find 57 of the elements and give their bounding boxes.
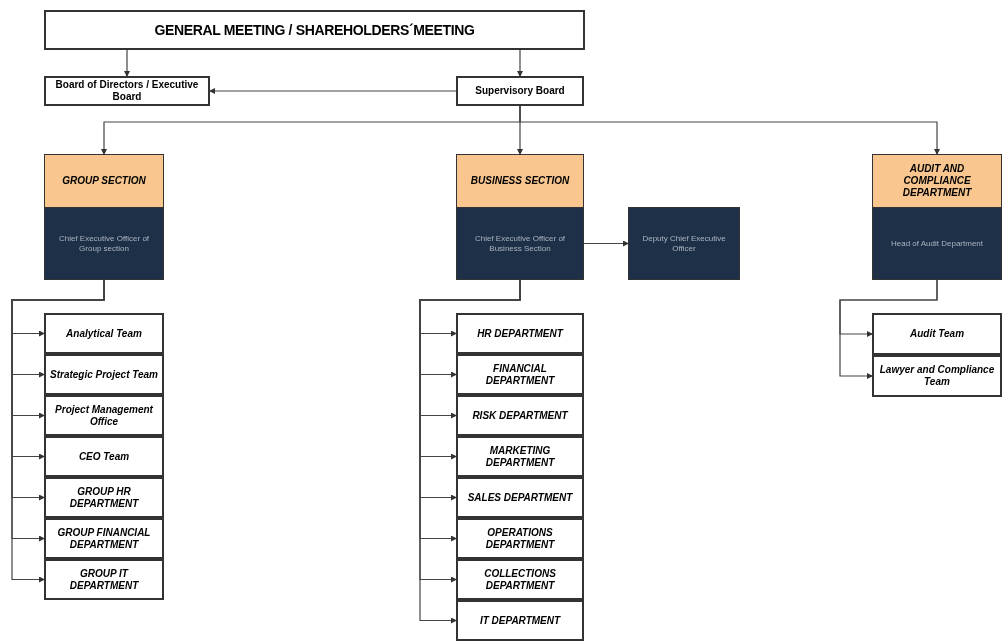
department-box (872, 355, 1002, 397)
org-box (44, 76, 210, 106)
department-label: Strategic Project Team (50, 368, 158, 381)
department-label: IT DEPARTMENT (479, 614, 561, 627)
section-title: GROUP SECTION (62, 175, 146, 187)
connector-arrow (839, 279, 938, 379)
section-title: AUDIT AND COMPLIANCE DEPARTMENT (901, 163, 973, 199)
department-label: Analytical Team (66, 327, 142, 340)
box-label: Board of Directors / Executive Board (54, 79, 200, 103)
department-box (456, 313, 584, 354)
department-label: GROUP IT DEPARTMENT (68, 567, 140, 592)
department-box (872, 313, 1002, 355)
department-label: COLLECTIONS DEPARTMENT (483, 567, 557, 592)
department-label: OPERATIONS DEPARTMENT (484, 526, 556, 551)
section-box (456, 154, 584, 280)
officer-title: Chief Executive Officer of Group section (57, 233, 151, 254)
department-box (44, 395, 164, 436)
officer-title: Deputy Chief Executive Officer (641, 233, 727, 254)
department-label: MARKETING DEPARTMENT (484, 444, 556, 469)
section-box (44, 154, 164, 280)
department-box (456, 395, 584, 436)
department-label: RISK DEPARTMENT (472, 409, 568, 422)
department-label: HR DEPARTMENT (477, 327, 563, 340)
department-box (44, 354, 164, 395)
department-box (44, 436, 164, 477)
department-label: GROUP HR DEPARTMENT (68, 485, 140, 510)
officer-title: Chief Executive Officer of Business Section (473, 233, 567, 254)
department-box (456, 600, 584, 641)
department-box (456, 518, 584, 559)
department-box (44, 477, 164, 518)
department-box (456, 354, 584, 395)
department-box (456, 477, 584, 518)
officer-box (628, 207, 740, 280)
officer-title: Head of Audit Department (890, 238, 984, 249)
connector-arrow (583, 240, 629, 247)
department-label: Lawyer and Compliance Team (878, 364, 996, 388)
connector-arrow (517, 49, 523, 77)
department-box (456, 559, 584, 600)
connector-arrow (209, 88, 457, 94)
department-label: CEO Team (78, 450, 130, 463)
org-box (456, 76, 584, 106)
department-box (44, 313, 164, 354)
org-box (44, 10, 585, 50)
connector-arrow (519, 105, 940, 155)
department-label: Audit Team (909, 328, 965, 340)
department-box (44, 559, 164, 600)
department-box (44, 518, 164, 559)
section-box (872, 154, 1002, 280)
box-title: GENERAL MEETING / SHAREHOLDERS´MEETING (154, 20, 475, 40)
department-label: GROUP FINANCIAL DEPARTMENT (56, 526, 152, 551)
department-label: FINANCIAL DEPARTMENT (484, 362, 556, 387)
department-label: SALES DEPARTMENT (467, 491, 573, 504)
connector-arrow (124, 49, 130, 77)
section-title: BUSINESS SECTION (470, 175, 570, 187)
box-label: Supervisory Board (475, 85, 565, 97)
department-box (456, 436, 584, 477)
department-label: Project Management Office (54, 403, 154, 428)
